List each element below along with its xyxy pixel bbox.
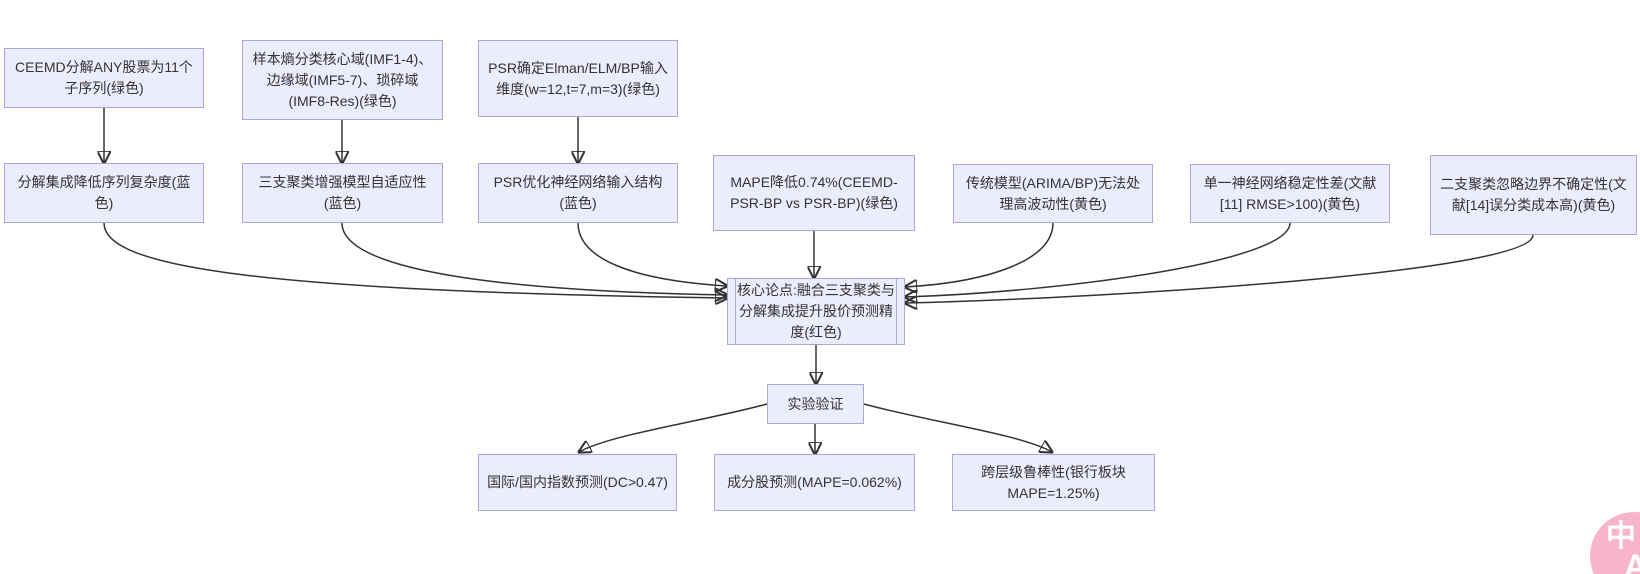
node-experiment-validation: 实验验证: [767, 384, 864, 424]
node-label: PSR确定Elman/ELM/BP输入维度(w=12,t=7,m=3)(绿色): [488, 59, 668, 97]
node-sample-entropy-domains: 样本熵分类核心域(IMF1-4)、边缘域(IMF5-7)、琐碎域(IMF8-Re…: [242, 40, 443, 120]
node-label: 二支聚类忽略边界不确定性(文献[14]误分类成本高)(黄色): [1440, 176, 1627, 213]
node-label: 成分股预测(MAPE=0.062%): [727, 474, 902, 490]
node-cross-level-robustness: 跨层级鲁棒性(银行板块MAPE=1.25%): [952, 454, 1155, 511]
node-traditional-model-limits: 传统模型(ARIMA/BP)无法处理高波动性(黄色): [953, 164, 1153, 223]
edge-exp-c3: [863, 403, 1052, 452]
node-mape-improvement: MAPE降低0.74%(CEEMD-PSR-BP vs PSR-BP)(绿色): [713, 155, 915, 231]
node-constituent-stock-prediction: 成分股预测(MAPE=0.062%): [714, 454, 915, 511]
node-single-nn-instability: 单一神经网络稳定性差(文献[11] RMSE>100)(黄色): [1190, 164, 1390, 223]
node-label: 分解集成降低序列复杂度(蓝色): [17, 174, 191, 211]
node-label: 实验验证: [787, 395, 844, 412]
edge-b5-core: [905, 222, 1054, 287]
node-label: 三支聚类增强模型自适应性(蓝色): [258, 174, 427, 211]
edge-b3-core: [577, 222, 727, 286]
node-three-way-clustering-adaptivity: 三支聚类增强模型自适应性(蓝色): [242, 163, 443, 223]
edge-exp-c1: [579, 403, 768, 452]
node-label: CEEMD分解ANY股票为11个子序列(绿色): [15, 59, 193, 96]
node-label: 跨层级鲁棒性(银行板块MAPE=1.25%): [981, 463, 1126, 501]
node-label: MAPE降低0.74%(CEEMD-PSR-BP vs PSR-BP)(绿色): [730, 174, 898, 211]
node-label: 单一神经网络稳定性差(文献[11] RMSE>100)(黄色): [1203, 174, 1377, 212]
node-label: 核心论点:融合三支聚类与分解集成提升股价预测精度(红色): [737, 282, 895, 340]
edge-b6-core: [905, 222, 1291, 297]
node-core-thesis: 核心论点:融合三支聚类与分解集成提升股价预测精度(红色): [727, 278, 905, 345]
node-decomposition-reduces-complexity: 分解集成降低序列复杂度(蓝色): [4, 163, 204, 223]
edge-b2-core: [341, 222, 727, 295]
node-two-way-clustering-limits: 二支聚类忽略边界不确定性(文献[14]误分类成本高)(黄色): [1430, 155, 1637, 235]
node-label: 样本熵分类核心域(IMF1-4)、边缘域(IMF5-7)、琐碎域(IMF8-Re…: [252, 50, 433, 109]
node-label: 传统模型(ARIMA/BP)无法处理高波动性(黄色): [965, 174, 1141, 212]
subroutine-inner-border: [735, 279, 897, 344]
translate-en-glyph: A: [1624, 548, 1640, 574]
node-psr-input-dimension: PSR确定Elman/ELM/BP输入维度(w=12,t=7,m=3)(绿色): [478, 40, 678, 117]
edge-b7-core: [905, 234, 1534, 303]
translate-zh-glyph: 中: [1606, 520, 1636, 553]
node-label: 国际/国内指数预测(DC>0.47): [487, 474, 668, 490]
node-label: PSR优化神经网络输入结构(蓝色): [493, 174, 663, 211]
edge-b1-core: [103, 222, 727, 298]
node-psr-optimizes-input-structure: PSR优化神经网络输入结构(蓝色): [478, 163, 678, 223]
node-index-prediction: 国际/国内指数预测(DC>0.47): [478, 454, 677, 511]
node-ceemd-decompose: CEEMD分解ANY股票为11个子序列(绿色): [4, 48, 204, 108]
